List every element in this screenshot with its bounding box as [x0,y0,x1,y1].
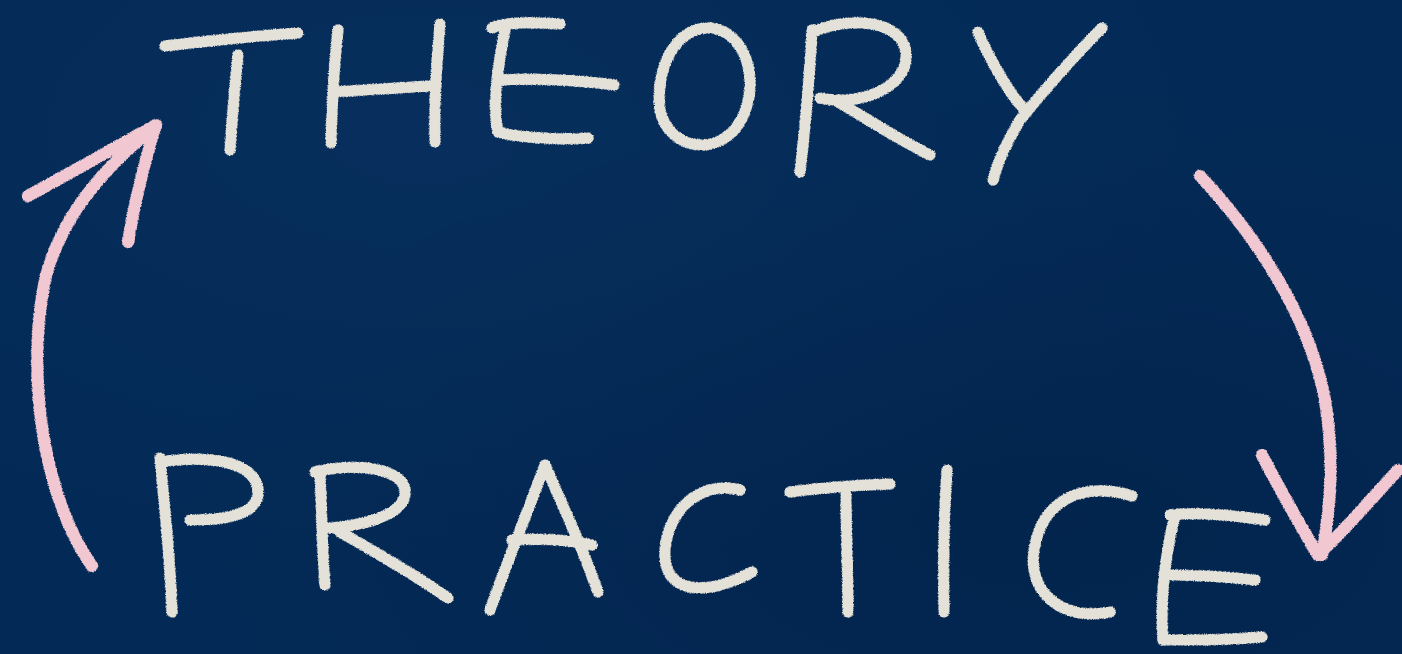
theory-letter-o [653,22,756,151]
practice-letter-p [154,452,264,618]
theory-letter-r [794,17,936,178]
theory-letter-h [325,18,446,149]
practice-letter-e [1156,508,1271,646]
curved-arrow-up-icon [22,119,162,572]
practice-letter-a [484,459,604,616]
theory-word [159,17,1108,186]
practice-letter-t [784,478,896,618]
theory-letter-y [972,22,1108,186]
curved-arrow-down-icon [1194,170,1402,561]
practice-letter-i [938,464,953,618]
practice-letter-r [309,461,454,604]
practice-letter-c [659,482,758,594]
theory-letter-e [486,17,620,145]
practice-letter-c2 [1027,485,1138,620]
theory-letter-t [159,27,304,156]
practice-word [154,452,1271,646]
